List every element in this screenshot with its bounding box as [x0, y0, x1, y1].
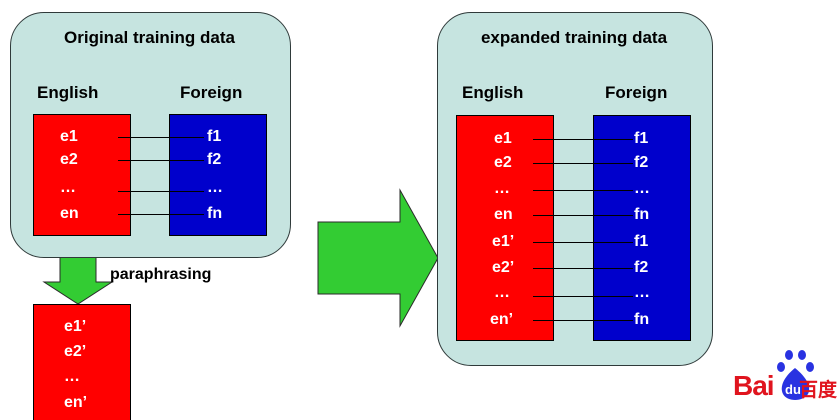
alignment-line — [533, 215, 633, 216]
logo-chinese-text: 百度 — [799, 379, 838, 401]
english-item: e2’ — [492, 259, 515, 276]
english-box — [33, 114, 131, 236]
foreign-item: f1 — [634, 233, 649, 250]
foreign-item: f1 — [207, 128, 222, 145]
paraphrase-item: e1’ — [64, 318, 87, 335]
foreign-item: f1 — [634, 130, 649, 147]
english-box — [456, 115, 554, 341]
foreign-item: f2 — [634, 259, 649, 276]
english-header: English — [462, 83, 524, 102]
logo-latin-text: Bai — [733, 370, 775, 401]
foreign-item: … — [207, 179, 223, 196]
foreign-item: f2 — [634, 154, 649, 171]
alignment-line — [533, 242, 633, 243]
paw-icon — [777, 350, 814, 400]
paraphrase-box — [33, 304, 131, 420]
alignment-line — [118, 137, 204, 138]
alignment-line — [118, 191, 204, 192]
original-data-title: Original training data — [64, 28, 235, 47]
foreign-header: Foreign — [180, 83, 243, 102]
english-item: e1 — [60, 128, 78, 145]
expand-arrow — [317, 188, 439, 328]
foreign-box — [593, 115, 691, 341]
english-item: en’ — [490, 311, 514, 328]
expanded-data-title: expanded training data — [480, 28, 668, 47]
english-header: English — [37, 83, 99, 102]
english-item: … — [494, 284, 510, 301]
english-item: en — [60, 205, 79, 222]
foreign-item: … — [634, 180, 650, 197]
paraphrase-item: en’ — [64, 394, 88, 411]
english-item: e2 — [60, 151, 78, 168]
alignment-line — [533, 190, 633, 191]
foreign-item: fn — [634, 206, 650, 223]
paraphrase-item: e2’ — [64, 343, 87, 360]
alignment-line — [533, 139, 633, 140]
logo-mark-text: du — [785, 382, 801, 397]
english-item: e2 — [494, 154, 512, 171]
baidu-logo: Bai du 百度 — [733, 348, 838, 406]
foreign-box — [169, 114, 267, 236]
foreign-item: fn — [207, 205, 223, 222]
paraphrase-arrow — [42, 251, 114, 305]
english-item: en — [494, 206, 513, 223]
alignment-line — [118, 214, 204, 215]
alignment-line — [533, 320, 633, 321]
foreign-header: Foreign — [605, 83, 668, 102]
alignment-line — [533, 268, 633, 269]
paraphrasing-label: paraphrasing — [110, 266, 212, 283]
english-item: … — [494, 180, 510, 197]
paraphrase-item: … — [64, 368, 80, 385]
english-item: e1 — [494, 130, 512, 147]
english-item: e1’ — [492, 233, 515, 250]
foreign-item: fn — [634, 311, 650, 328]
alignment-line — [118, 160, 204, 161]
english-item: … — [60, 179, 76, 196]
foreign-item: … — [634, 284, 650, 301]
foreign-item: f2 — [207, 151, 222, 168]
alignment-line — [533, 163, 633, 164]
alignment-line — [533, 296, 633, 297]
